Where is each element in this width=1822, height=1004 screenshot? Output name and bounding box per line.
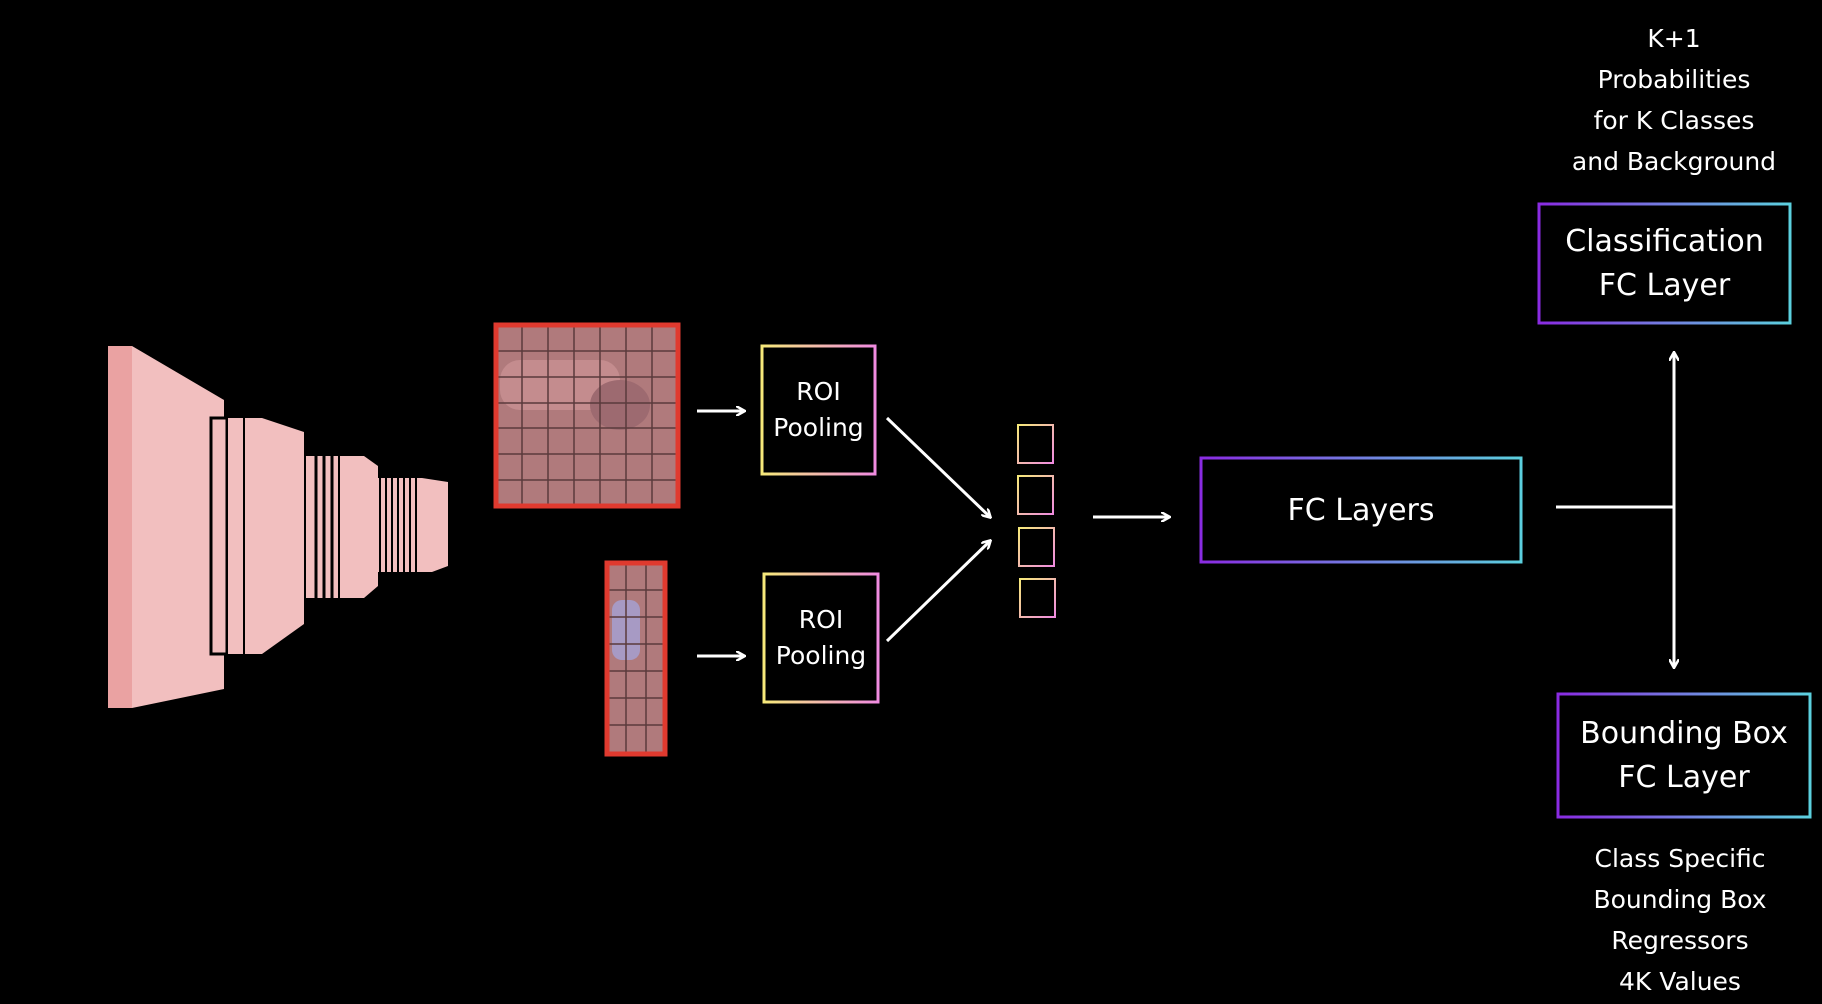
roi-top-car-shape [590, 380, 650, 430]
feature-vector-cell [1019, 578, 1056, 618]
feature-vector [1017, 424, 1056, 618]
roi-pooling-bottom-border [762, 572, 880, 704]
roi-pooling-bottom: ROI Pooling [775, 605, 867, 670]
roi-top-grid [496, 325, 678, 506]
roi-pooling-top: ROI Pooling [773, 377, 864, 442]
roi-top-border [493, 322, 681, 509]
roi-top-car-shape [500, 360, 620, 410]
roi-top-fill [496, 325, 678, 506]
feature-vector-cell [1017, 424, 1054, 464]
roi-region-top [493, 322, 681, 509]
roi-bottom-grid [607, 563, 665, 754]
cnn-backbone [108, 346, 448, 708]
cnn-stage-3 [340, 456, 378, 598]
cnn-stage-1 [108, 346, 224, 708]
classification-layer: Classification FC Layer [1565, 223, 1764, 303]
bbox-output-text: Class Specific Bounding Box Regressors 4… [1593, 844, 1767, 996]
cnn-stage-2 [228, 418, 304, 654]
roi-pooling-top-border [760, 344, 877, 476]
arrow-pooling-top-to-vector [885, 416, 990, 517]
fc-layers-border [1199, 456, 1523, 564]
arrow-pooling-bottom-to-vector [885, 541, 990, 643]
bbox-layer: Bounding Box FC Layer [1580, 715, 1788, 795]
bbox-layer-border [1556, 692, 1812, 819]
cnn-connector-1 [209, 416, 229, 656]
classification-output-text: K+1 Probabilities for K Classes and Back… [1571, 24, 1777, 176]
fc-layers: FC Layers [1287, 492, 1435, 528]
feature-vector-cell [1018, 527, 1055, 567]
cnn-stage-4-end [422, 478, 448, 572]
roi-bottom-fill [607, 563, 665, 754]
feature-vector-cell [1017, 475, 1054, 515]
classification-layer-border [1537, 202, 1792, 325]
cnn-stage-1-face [108, 346, 132, 708]
roi-bottom-border [604, 560, 668, 757]
roi-region-bottom [604, 560, 668, 757]
